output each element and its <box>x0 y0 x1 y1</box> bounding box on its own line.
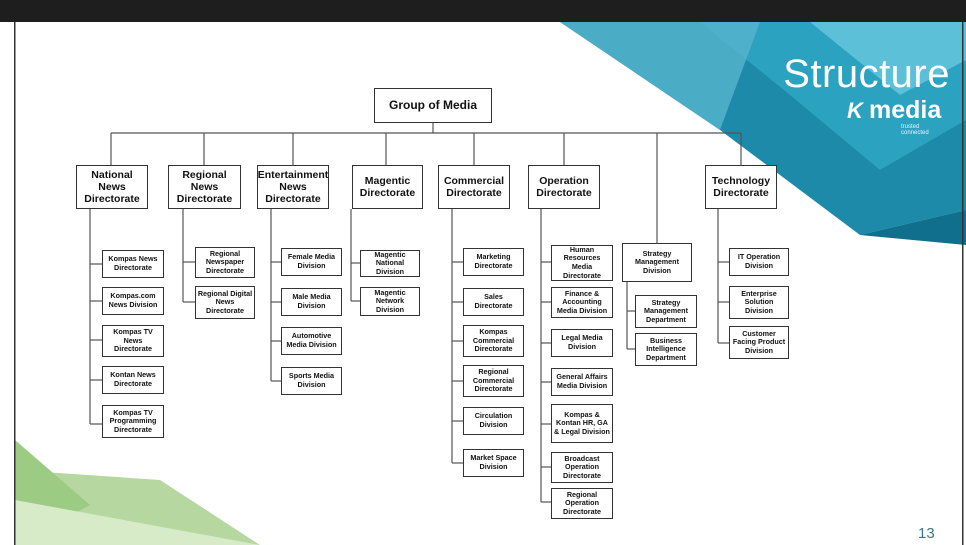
org-node: Kompas.com News Division <box>102 287 164 315</box>
logo-tagline: trusted connected <box>901 124 929 136</box>
org-node: Kompas TV Programming Directorate <box>102 405 164 438</box>
org-node: Business Intelligence Department <box>635 333 697 366</box>
org-node: Sales Directorate <box>463 288 524 316</box>
org-node: Sports Media Division <box>281 367 342 395</box>
org-node: Kompas & Kontan HR, GA & Legal Division <box>551 404 613 443</box>
logo-mark: K <box>847 98 863 123</box>
directorate-operation: Operation Directorate <box>528 165 600 209</box>
directorate-entertainment-news: Entertainment News Directorate <box>257 165 329 209</box>
directorate-national-news: National News Directorate <box>76 165 148 209</box>
directorate-regional-news: Regional News Directorate <box>168 165 241 209</box>
org-node: General Affairs Media Division <box>551 368 613 396</box>
org-node: Enterprise Solution Division <box>729 286 789 319</box>
org-node: Kompas News Directorate <box>102 250 164 278</box>
directorate-magentic: Magentic Directorate <box>352 165 423 209</box>
org-node: Kompas TV News Directorate <box>102 325 164 357</box>
org-node: Human Resources Media Directorate <box>551 245 613 281</box>
org-node: Regional Digital News Directorate <box>195 286 255 319</box>
org-node: Male Media Division <box>281 288 342 316</box>
org-node: Automotive Media Division <box>281 327 342 355</box>
page-number: 13 <box>918 525 935 542</box>
org-node: Regional Newspaper Directorate <box>195 247 255 278</box>
org-root-node: Group of Media <box>374 88 492 123</box>
org-node: Magentic National Division <box>360 250 420 277</box>
org-node: Broadcast Operation Directorate <box>551 452 613 483</box>
org-node: Marketing Directorate <box>463 248 524 276</box>
directorate-technology: Technology Directorate <box>705 165 777 209</box>
slide-title: Structure <box>783 52 950 96</box>
top-bar <box>0 0 966 22</box>
org-node: Strategy Management Department <box>635 295 697 328</box>
org-node: Legal Media Division <box>551 329 613 357</box>
org-node: Female Media Division <box>281 248 342 276</box>
org-node: Regional Commercial Directorate <box>463 365 524 397</box>
org-node: Market Space Division <box>463 449 524 477</box>
org-node: Regional Operation Directorate <box>551 488 613 519</box>
org-node: Finance & Accounting Media Division <box>551 287 613 318</box>
company-logo: K media trusted connected <box>847 96 947 136</box>
org-node: Circulation Division <box>463 407 524 435</box>
org-node: Magentic Network Division <box>360 287 420 316</box>
directorate-commercial: Commercial Directorate <box>438 165 510 209</box>
division-strategy-management: Strategy Management Division <box>622 243 692 282</box>
org-node: Customer Facing Product Division <box>729 326 789 359</box>
logo-text: media <box>869 96 942 124</box>
org-node: Kompas Commercial Directorate <box>463 325 524 357</box>
org-node: Kontan News Directorate <box>102 366 164 394</box>
org-node: IT Operation Division <box>729 248 789 276</box>
